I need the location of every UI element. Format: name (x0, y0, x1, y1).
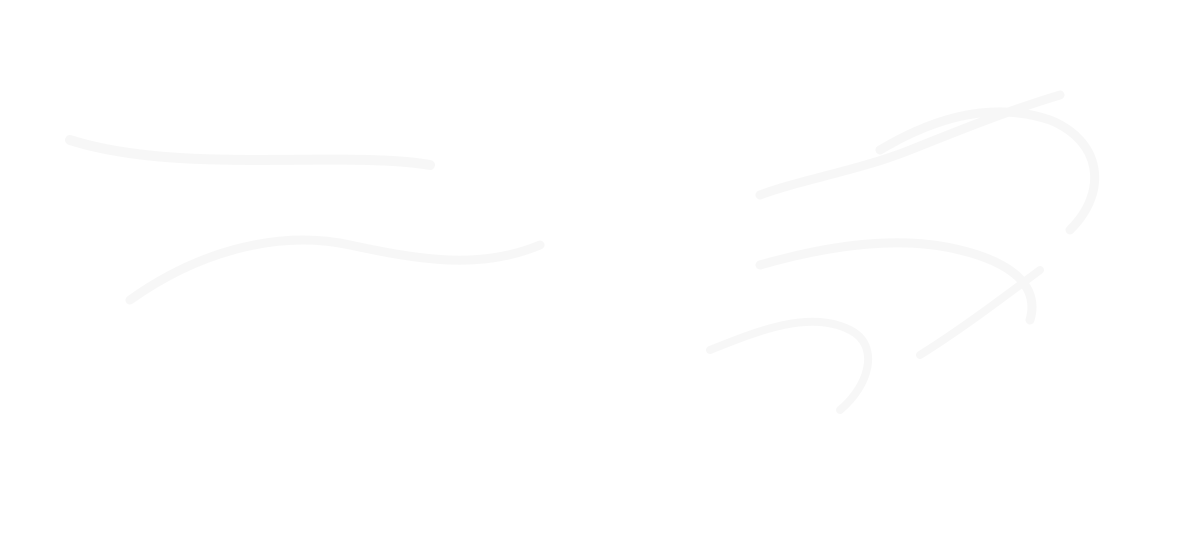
watermark-stroke (916, 266, 1044, 359)
watermark-stroke (755, 238, 1037, 325)
watermark-stroke (125, 235, 545, 305)
watermark-stroke (706, 317, 872, 414)
watermark-stroke (875, 107, 1100, 235)
watermark-stroke (65, 135, 435, 170)
